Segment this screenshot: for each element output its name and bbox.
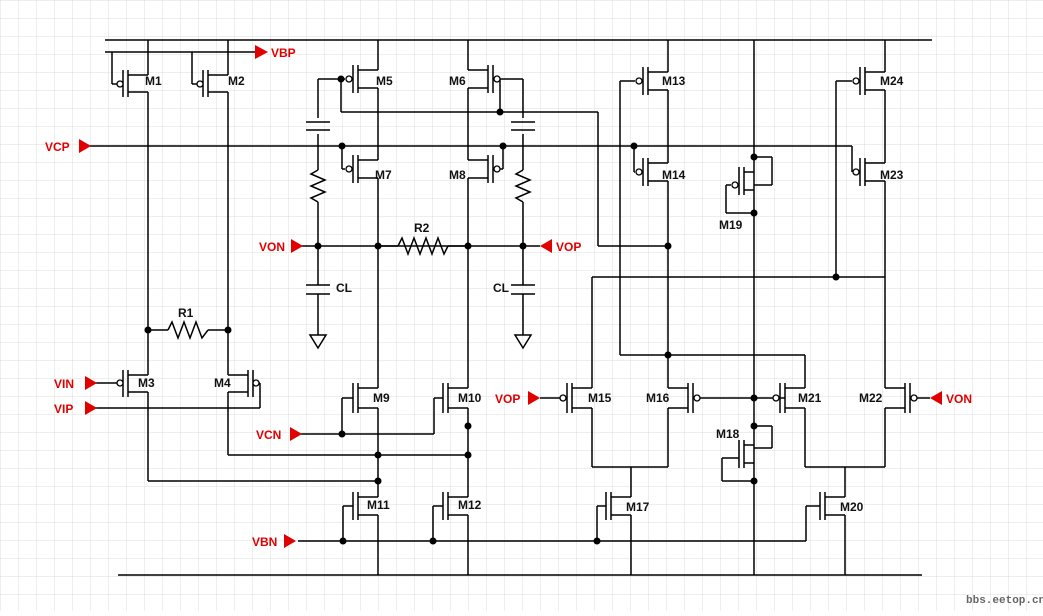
port-vop-input: VOP (495, 392, 520, 406)
label-m18: M18 (716, 427, 740, 441)
label-m3: M3 (138, 376, 155, 390)
label-cl-right: CL (493, 281, 509, 295)
label-m14: M14 (662, 168, 686, 182)
label-cl-left: CL (336, 281, 352, 295)
junction-dots (144, 75, 840, 545)
label-m1: M1 (145, 74, 162, 88)
label-m20: M20 (840, 500, 864, 514)
port-arrows (79, 45, 942, 548)
label-r2: R2 (414, 221, 430, 235)
label-m2: M2 (228, 74, 245, 88)
label-m8: M8 (449, 168, 466, 182)
label-m19: M19 (719, 218, 743, 232)
label-m7: M7 (375, 168, 392, 182)
label-m21: M21 (798, 391, 822, 405)
port-vbn: VBN (252, 535, 277, 549)
port-von-left: VON (259, 240, 285, 254)
label-m11: M11 (367, 498, 390, 512)
label-m23: M23 (880, 168, 904, 182)
label-m17: M17 (626, 500, 650, 514)
pmos-bubbles (116, 75, 918, 402)
port-vin: VIN (54, 377, 74, 391)
label-m13: M13 (662, 74, 686, 88)
port-vcn: VCN (256, 428, 281, 442)
resistor-r2 (397, 235, 449, 257)
label-m6: M6 (449, 74, 466, 88)
label-m24: M24 (880, 74, 904, 88)
port-vbp: VBP (271, 46, 296, 60)
port-von-input: VON (946, 392, 972, 406)
port-vop-right: VOP (556, 240, 581, 254)
label-m12: M12 (458, 498, 482, 512)
watermark: bbs.eetop.cn (966, 595, 1043, 607)
label-m15: M15 (588, 391, 612, 405)
label-m4: M4 (214, 376, 231, 390)
label-m16: M16 (646, 391, 670, 405)
port-vcp: VCP (45, 140, 70, 154)
label-m10: M10 (458, 391, 482, 405)
label-m5: M5 (376, 74, 393, 88)
label-m9: M9 (373, 391, 390, 405)
label-m22: M22 (859, 391, 883, 405)
label-r1: R1 (178, 306, 194, 320)
port-vip: VIP (54, 402, 73, 416)
